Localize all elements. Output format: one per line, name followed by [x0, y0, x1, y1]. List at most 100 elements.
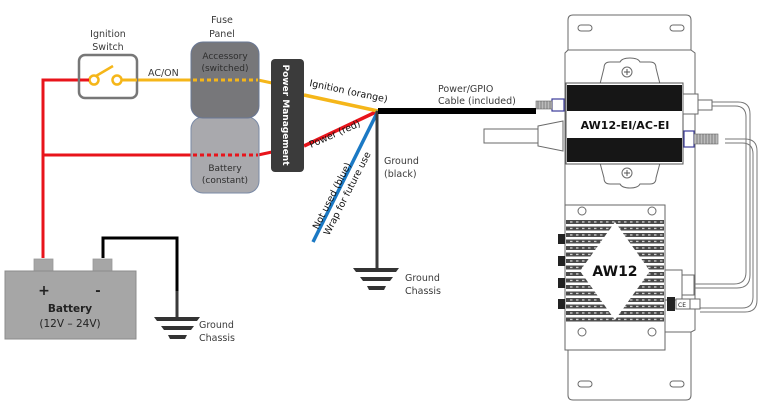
heatsink-vent — [570, 221, 573, 223]
heatsink-vent — [660, 234, 663, 236]
heatsink-vent — [660, 305, 663, 308]
power-management-label: Power Management — [280, 64, 290, 166]
heatsink-vent — [636, 292, 639, 295]
heatsink-vent — [654, 240, 657, 243]
heatsink-vent — [642, 260, 645, 262]
heatsink-vent — [642, 221, 645, 223]
heatsink-vent — [636, 312, 639, 314]
heatsink-vent — [642, 305, 645, 308]
heatsink-vent — [624, 312, 627, 314]
heatsink-vent — [660, 266, 663, 269]
ce-mark: CE — [678, 302, 686, 309]
heatsink-vent — [630, 227, 633, 230]
heatsink-vent — [582, 318, 585, 321]
heatsink-vent — [630, 299, 633, 301]
heatsink-vent — [588, 247, 591, 249]
heatsink-vent — [594, 299, 597, 301]
heatsink-vent — [576, 305, 579, 308]
heatsink-vent — [630, 312, 633, 314]
port — [558, 256, 565, 266]
heatsink-vent — [606, 227, 609, 230]
battery-label: Battery — [48, 303, 92, 315]
power-management-block — [271, 59, 304, 172]
heatsink-vent — [576, 299, 579, 301]
heatsink-vent — [600, 318, 603, 321]
heatsink-vent — [570, 318, 573, 321]
ground-wire-label: (black) — [384, 169, 417, 180]
heatsink-vent — [636, 247, 639, 249]
ground-chassis-label: Chassis — [405, 286, 441, 297]
ignition-switch-label: Switch — [92, 42, 123, 53]
heatsink-vent — [582, 312, 585, 314]
heatsink-vent — [588, 292, 591, 295]
heatsink-vent — [570, 266, 573, 269]
heatsink-vent — [654, 253, 657, 256]
heatsink-vent — [636, 240, 639, 243]
heatsink-vent — [654, 247, 657, 249]
fuse-accessory-label: (switched) — [201, 64, 248, 74]
mount-slot — [577, 380, 593, 388]
heatsink-vent — [576, 221, 579, 223]
power-wire-label: Power (red) — [308, 118, 362, 150]
heatsink-vent — [576, 234, 579, 236]
heatsink-vent — [654, 260, 657, 262]
mount-slot — [577, 24, 593, 32]
heatsink-vent — [654, 312, 657, 314]
cable-label: Cable (included) — [438, 96, 516, 107]
heatsink-vent — [654, 221, 657, 223]
heatsink-vent — [600, 227, 603, 230]
fuse-battery-label: (constant) — [202, 176, 248, 186]
heatsink-vent — [570, 292, 573, 295]
heatsink-vent — [588, 221, 591, 223]
heatsink-vent — [660, 227, 663, 230]
heatsink-vent — [648, 221, 651, 223]
heatsink-vent — [654, 292, 657, 295]
heatsink-vent — [660, 273, 663, 275]
heatsink-vent — [582, 299, 585, 301]
ground-chassis-label: Chassis — [199, 333, 235, 344]
heatsink-vent — [624, 227, 627, 230]
heatsink-vent — [588, 299, 591, 301]
heatsink-vent — [660, 221, 663, 223]
heatsink-vent — [660, 318, 663, 321]
ac-on-label: AC/ON — [148, 68, 179, 79]
fuse-accessory-label: Accessory — [202, 52, 248, 62]
heatsink-vent — [576, 279, 579, 282]
aw12-unit: AW12 CE — [558, 204, 701, 351]
heatsink-vent — [648, 260, 651, 262]
heatsink-vent — [582, 247, 585, 249]
port — [558, 299, 565, 309]
heatsink-vent — [648, 273, 651, 275]
heatsink-vent — [600, 305, 603, 308]
heatsink-vent — [618, 221, 621, 223]
heatsink-vent — [636, 221, 639, 223]
heatsink-vent — [582, 227, 585, 230]
heatsink-vent — [648, 247, 651, 249]
heatsink-vent — [582, 279, 585, 282]
heatsink-vent — [636, 299, 639, 301]
heatsink-vent — [618, 318, 621, 321]
heatsink-vent — [654, 234, 657, 236]
heatsink-vent — [588, 253, 591, 256]
heatsink-vent — [660, 299, 663, 301]
screw-icon — [647, 206, 657, 216]
aw12-label: AW12 — [592, 264, 637, 280]
heatsink-vent — [576, 260, 579, 262]
heatsink-vent — [570, 305, 573, 308]
heatsink-vent — [648, 253, 651, 256]
screw-icon — [577, 327, 587, 337]
ignition-wire-label: Ignition (orange) — [308, 78, 388, 105]
ignition-switch-label: Ignition — [90, 29, 126, 40]
heatsink-vent — [576, 286, 579, 288]
heatsink-vent — [600, 234, 603, 236]
heatsink-vent — [570, 273, 573, 275]
heatsink-vent — [642, 292, 645, 295]
heatsink-vent — [570, 260, 573, 262]
heatsink-vent — [630, 234, 633, 236]
heatsink-vent — [654, 279, 657, 282]
heatsink-vent — [570, 227, 573, 230]
heatsink-vent — [624, 234, 627, 236]
heatsink-vent — [588, 286, 591, 288]
heatsink-vent — [654, 318, 657, 321]
